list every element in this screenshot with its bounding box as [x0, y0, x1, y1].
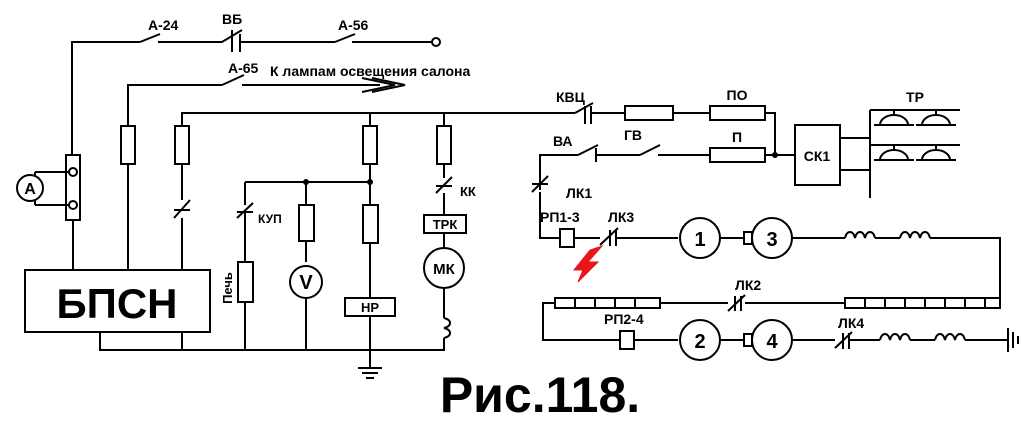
control-line: А-24 ВБ А-56: [71, 11, 441, 155]
motor-1-label: 1: [694, 229, 705, 251]
va-label: ВА: [553, 133, 573, 149]
traction-row-2: РП2-4 2 4 ЛК4: [604, 311, 1019, 361]
ammeter-label: A: [24, 181, 36, 198]
rp13-label: РП1-3: [540, 209, 580, 225]
kk-label: КК: [460, 184, 476, 199]
resistor-row: ЛК2: [542, 277, 1001, 341]
load-branches: КУП Печь V НР КК ТРК МК: [220, 113, 476, 350]
motor-2-label: 2: [694, 331, 705, 353]
control-circuit: КВЦ ПО ВА ГВ П СК1 ТР: [539, 87, 960, 198]
pech-label: Печь: [220, 272, 235, 304]
switch-vb-label: ВБ: [222, 11, 242, 27]
bpsn-label: БПСН: [56, 280, 177, 327]
tr-elements: [870, 109, 960, 161]
lk3-label: ЛК3: [608, 209, 634, 225]
kvc-label: КВЦ: [556, 89, 586, 105]
motor-4-label: 4: [766, 331, 778, 353]
ammeter-icon: [16, 174, 44, 202]
to-lamps-label: К лампам освещения салона: [270, 63, 471, 79]
voltmeter-label: V: [299, 272, 313, 294]
p-label: П: [732, 129, 742, 145]
traction-row-1: ЛК1 РП1-3 ЛК3 1 3: [531, 175, 1001, 303]
mk-label: МК: [433, 261, 455, 278]
ammeter-circuit: A: [16, 154, 81, 270]
ground-icon: [1007, 328, 1019, 352]
main-bus: [99, 112, 575, 379]
figure-caption: Рис.118.: [440, 367, 640, 423]
breaker-a56-label: А-56: [338, 17, 369, 33]
trk-label: ТРК: [433, 217, 458, 232]
rp24-label: РП2-4: [604, 311, 644, 327]
lk2-label: ЛК2: [735, 277, 761, 293]
lamp-line: А-65 К лампам освещения салона: [127, 60, 471, 270]
spark-icon: [572, 244, 604, 283]
breaker-a24-label: А-24: [148, 17, 179, 33]
hp-label: НР: [361, 300, 379, 315]
po-label: ПО: [727, 87, 748, 103]
sk1-label: СК1: [804, 148, 831, 164]
bpsn-block: БПСН: [24, 269, 211, 333]
lk4-label: ЛК4: [838, 315, 864, 331]
tr-label: ТР: [906, 89, 924, 105]
kup-label: КУП: [258, 212, 282, 226]
lk1-label: ЛК1: [566, 185, 592, 201]
gv-label: ГВ: [624, 127, 642, 143]
motor-3-label: 3: [766, 229, 777, 251]
breaker-a65-label: А-65: [228, 60, 259, 76]
